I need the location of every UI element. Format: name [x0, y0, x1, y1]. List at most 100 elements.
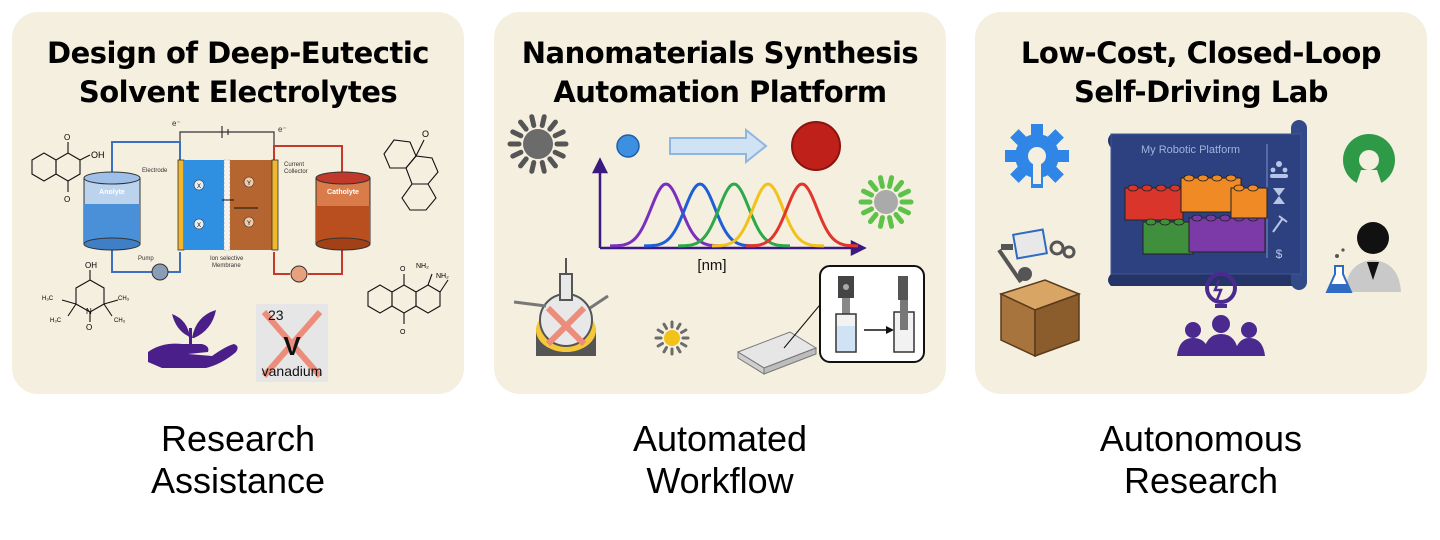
lego-stud: [1173, 218, 1185, 226]
nanoparticle-spike: [518, 119, 529, 132]
nanoparticle-spike: [897, 206, 912, 216]
lego-brick: [1142, 221, 1194, 255]
nanoparticle-spike: [552, 129, 566, 139]
nanoparticle-spike: [656, 328, 664, 334]
nanoparticle-spike: [518, 156, 529, 169]
catholyte-pipes: [273, 145, 343, 275]
lego-stud: [1225, 174, 1237, 182]
electron-label-left: e⁻: [172, 119, 181, 128]
open-source-icon: [1343, 134, 1395, 188]
nanoparticle-spike: [547, 119, 558, 132]
hammer-icon: [1272, 215, 1288, 233]
caption-research-assistance: Research Assistance: [12, 418, 464, 502]
ion-x-bottom: X: [197, 223, 201, 229]
tempo-oh: OH: [85, 261, 97, 270]
oh-group: OH: [91, 150, 105, 160]
nh2-group-1: NH₂: [416, 263, 429, 270]
nanoparticle-spike: [877, 215, 885, 229]
nanoparticle-spike: [676, 322, 682, 330]
cuvette-measurement-box: [819, 265, 925, 363]
toolbox-icon: [997, 228, 1082, 358]
growth-arrow: [669, 127, 768, 165]
panel-automated-workflow: Nanomaterials Synthesis Automation Platf…: [494, 12, 946, 394]
nanoparticle-spike: [510, 129, 524, 139]
anolyte-pump: [151, 263, 169, 281]
nanoparticle-spike: [860, 206, 875, 216]
lego-stud: [1219, 214, 1231, 222]
anolyte-pipes: [111, 141, 181, 273]
caption-automated-workflow: Automated Workflow: [494, 418, 946, 502]
catholyte-pump: [290, 265, 308, 283]
nanoparticle-spike: [887, 215, 895, 229]
nanoparticle-spike: [529, 114, 537, 128]
electrode-label: Electrode: [142, 168, 168, 174]
lego-stud: [1141, 184, 1153, 192]
nanoparticle-spike: [539, 114, 547, 128]
small-particle-icon: [616, 134, 640, 158]
panel-autonomous-research: Low-Cost, Closed-Loop Self-Driving Lab M…: [975, 12, 1427, 394]
tempo-oxygen: O: [86, 323, 92, 332]
gear-icon: [1005, 124, 1069, 188]
spectrum-curve: [678, 182, 790, 248]
panel-research-assistance: Design of Deep-Eutectic Solvent Electrol…: [12, 12, 464, 394]
electron-label-right: e⁻: [278, 125, 287, 134]
flow-battery-illustration: e⁻ e⁻ Anolyte Catholyte: [31, 119, 449, 382]
spectrum-axis-label: [nm]: [697, 257, 726, 274]
current-collector-label-1: Current: [284, 162, 304, 168]
caption-line-2: Assistance: [150, 460, 326, 501]
anthraquinone-o-1: O: [400, 266, 406, 273]
nanoparticle-spike: [897, 188, 912, 198]
nanoparticle-spike: [662, 346, 668, 354]
nanoparticle-spike: [867, 179, 879, 192]
panel-title-line-2: Self-Driving Lab: [1073, 75, 1329, 109]
panel-title-line-1: Design of Deep-Eutectic: [47, 36, 429, 70]
lego-stud: [1233, 184, 1245, 192]
panel-title-line-2: Solvent Electrolytes: [78, 75, 398, 109]
anthraquinone-molecule: [367, 273, 449, 324]
spectrum-curve: [610, 182, 722, 248]
nanoparticle-spike: [887, 175, 895, 189]
nanoparticle-spike: [510, 149, 524, 159]
nanoparticle-spike: [662, 322, 668, 330]
nanomaterial-illustration: [nm]: [507, 114, 925, 375]
tempo-nitrogen: N: [86, 307, 92, 316]
lego-stud: [1197, 174, 1209, 182]
electrochemical-cell: [177, 159, 279, 251]
team-icon: [1270, 161, 1288, 178]
dollar-icon: $: [1276, 247, 1283, 261]
lego-stud: [1205, 214, 1217, 222]
ion-x-top: X: [197, 184, 201, 190]
nanoparticle-spike: [676, 346, 682, 354]
spectrum-curves: [610, 182, 858, 248]
lego-stud: [1159, 218, 1171, 226]
caption-line-2: Workflow: [646, 460, 794, 501]
nanoparticle-spike: [893, 212, 905, 225]
sustainable-hand-plant-icon: [148, 310, 238, 368]
fluorenone-molecule: [383, 139, 439, 211]
piperidine-molecule: [61, 270, 119, 322]
ion-y-top: Y: [247, 181, 251, 187]
lego-stud: [1145, 218, 1157, 226]
scientist-icon: [1325, 222, 1401, 293]
nanoparticle-spike: [860, 188, 875, 198]
vanadium-name: vanadium: [262, 363, 323, 379]
caption-line-2: Research: [1123, 460, 1279, 501]
caption-line-1: Research: [160, 418, 316, 459]
anthraquinone-o-2: O: [400, 329, 406, 336]
nanoparticle-spike: [656, 342, 664, 348]
nanoparticle-spike: [680, 328, 688, 334]
lego-stud: [1191, 214, 1203, 222]
reaction-flask-icon: [513, 258, 609, 356]
nanoparticle-spike: [539, 160, 547, 174]
tempo-ch3-2: CH₃: [114, 318, 126, 324]
membrane-label-1: Ion selective: [210, 256, 244, 262]
nanoparticle-spike: [877, 175, 885, 189]
vanadium-atomic-number: 23: [268, 307, 284, 323]
yellow-nanoparticle-icon: [654, 320, 690, 356]
naphthoquinone-molecule: [31, 142, 91, 192]
catholyte-label: Catholyte: [327, 189, 359, 196]
panel-title: Design of Deep-Eutectic Solvent Electrol…: [12, 34, 464, 112]
lego-brick: [1124, 187, 1184, 221]
circuit-wire: [179, 126, 275, 158]
large-particle-icon: [791, 121, 841, 171]
